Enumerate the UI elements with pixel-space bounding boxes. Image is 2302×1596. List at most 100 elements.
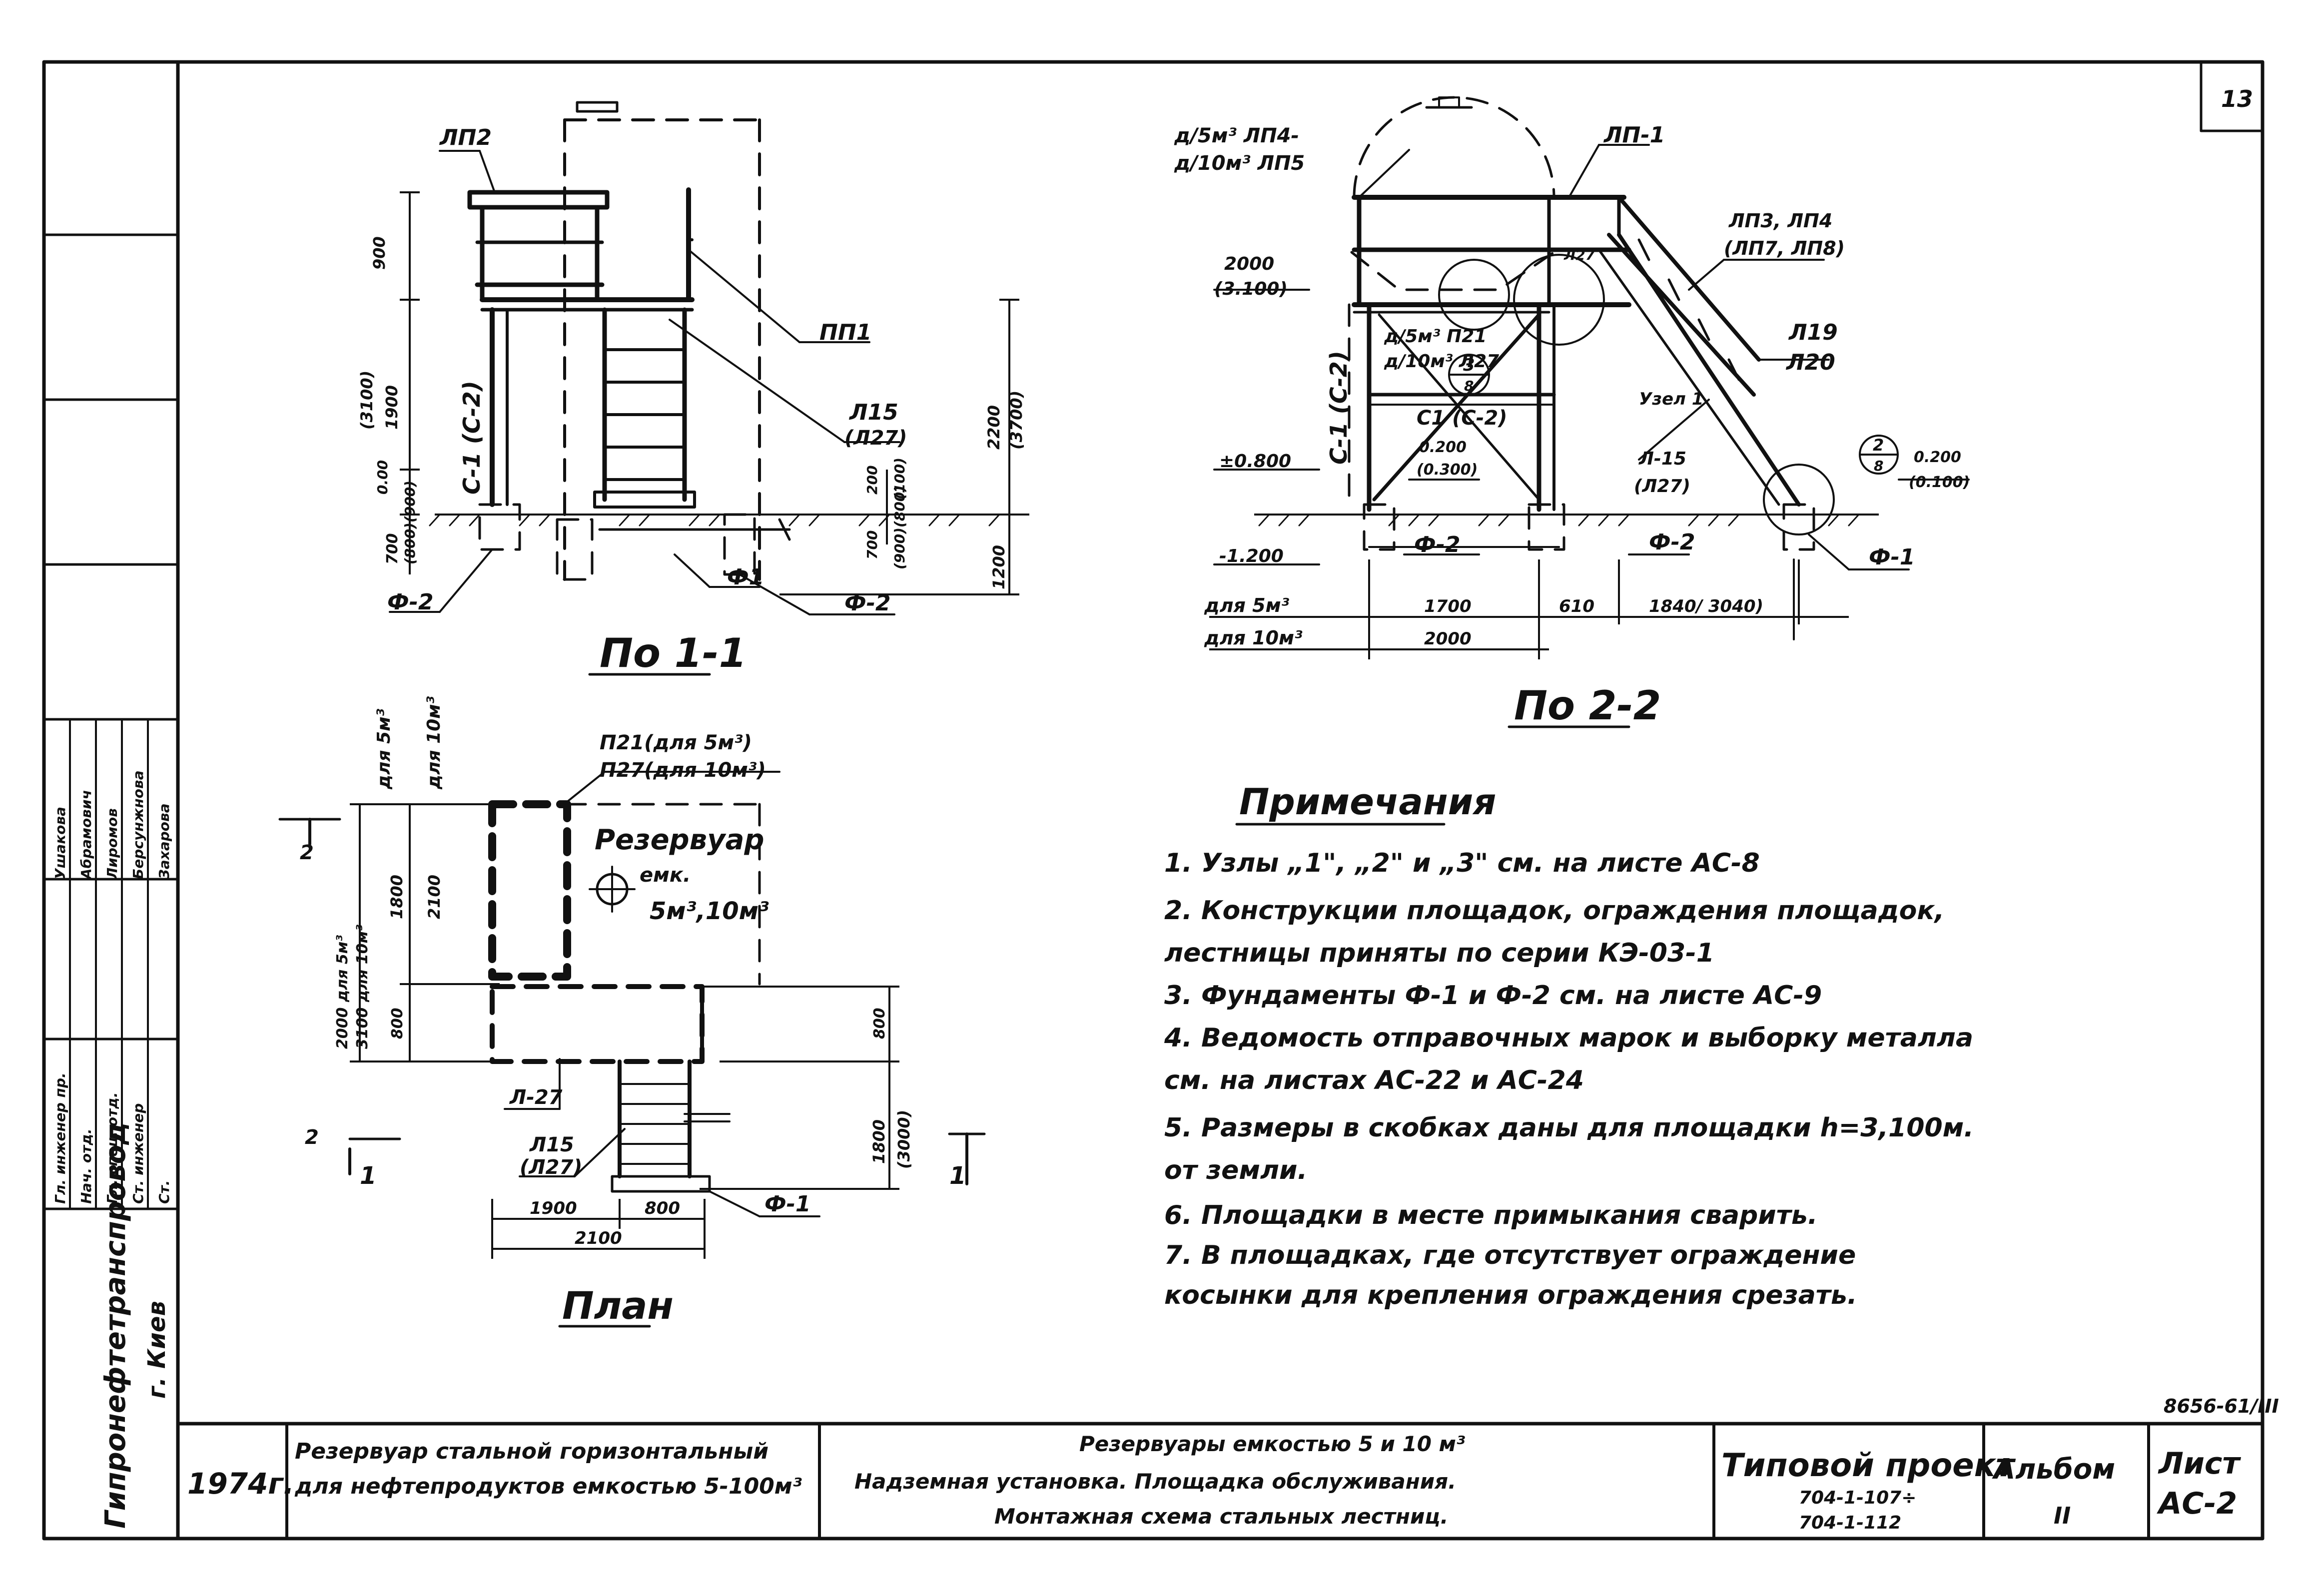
view2-label-stairs-1: ЛП3, ЛП4 (1728, 210, 1832, 232)
view1-dim-base-alt: (800)(900) (402, 481, 418, 564)
archive-code: 8656-61/III (2164, 1395, 2279, 1417)
view-2-2-drawing (1209, 96, 1970, 728)
plan-cut-1-left: 1 (360, 1162, 376, 1190)
plan-label-l15: Л15 (529, 1133, 574, 1156)
view1-label-l27: (Л27) (844, 427, 907, 450)
title-album-value: II (2054, 1502, 2071, 1529)
view2-level-2000: 2000 (1224, 254, 1274, 274)
view2-level-1200: -1.200 (1219, 546, 1284, 566)
plan-label-tank-1: Резервуар (595, 824, 764, 856)
view2-label-top-left-1: д/5м³ ЛП4- (1174, 124, 1299, 147)
view1-dim-mid-alt: (3100) (357, 371, 376, 430)
view2-label-f2b: Ф-2 (1649, 530, 1695, 555)
view2-label-f2a: Ф-2 (1414, 532, 1461, 557)
view1-dim-left-zero: 0.00 (374, 460, 391, 495)
plan-label-f1: Ф-1 (765, 1191, 811, 1217)
sheet-frame (42, 60, 2265, 1541)
plan-dim-1900: 1900 (530, 1198, 577, 1218)
plan-dim-3000-right: (3000) (894, 1110, 913, 1169)
note-line-5: 4. Ведомость отправочных марок и выборку… (1164, 1023, 1973, 1053)
view1-label-pl1: ПП1 (819, 320, 871, 345)
stamp-city: г. Киев (143, 1301, 171, 1399)
view1-dim-base: 700 (384, 533, 401, 564)
view1-label-l15: Л15 (848, 400, 898, 425)
view2-label-node1: Узел 1 (1639, 389, 1703, 409)
note-line-3: лестницы приняты по серии КЭ-03-1 (1164, 938, 1714, 968)
sheet-number: 13 (2221, 85, 2253, 112)
stamp-name-4: Берсунжнова (130, 770, 146, 879)
note-line-2: 2. Конструкции площадок, ограждения площ… (1164, 896, 1944, 926)
view2-label-c1: С1 (С-2) (1417, 407, 1507, 430)
view1-dim-below-alt: (900)(800) (891, 486, 908, 569)
view2-label-l15: Л-15 (1638, 449, 1686, 469)
plan-dim-1800: 1800 (387, 875, 406, 919)
view1-label-column: С-1 (С-2) (458, 381, 485, 495)
note-line-4: 3. Фундаменты Ф-1 и Ф-2 см. на листе АС-… (1164, 981, 1822, 1011)
view2-level-r100: (0.100) (1909, 474, 1970, 491)
view1-label-f2-left: Ф-2 (387, 589, 434, 615)
view1-dim-right-total: 2200 (984, 405, 1003, 450)
view2-label-top-left-2: д/10м³ ЛП5 (1174, 152, 1305, 175)
note-line-10: 7. В площадках, где отсутствует огражден… (1164, 1240, 1856, 1270)
plan-label-p27: П27(для 10м³) (600, 759, 766, 782)
view2-level-c300: (0.300) (1417, 461, 1478, 479)
plan-dim-1800-right: 1800 (869, 1119, 888, 1164)
view2-level-3100: (3.100) (1214, 279, 1288, 299)
view2-label-l19: Л19 (1788, 320, 1838, 345)
view1-dim-right-total-alt: (3700) (1007, 391, 1026, 450)
view2-bubble2-top: 2 (1873, 436, 1884, 455)
stamp-role-1: Гл. инженер пр. (52, 1072, 68, 1204)
view1-label-f2-right: Ф-2 (844, 590, 891, 616)
stamp-role-3: Гл. спец. отд. (104, 1092, 120, 1204)
plan-label-l15b: (Л27) (520, 1156, 582, 1179)
view2-level-0800: ±0.800 (1219, 451, 1291, 472)
stamp-name-3: Лиромов (104, 808, 120, 880)
plan-label-p21: П21(для 5м³) (600, 731, 752, 754)
plan-dim-800-right: 800 (871, 1008, 888, 1039)
plan-title: План (562, 1283, 674, 1328)
view2-label-p21-2: д/10м³ Л27 (1384, 351, 1499, 372)
title-album-label: Альбом (1992, 1453, 2115, 1486)
stamp-role-2: Нач. отд. (78, 1128, 94, 1204)
plan-dim-800-left: 800 (389, 1008, 406, 1039)
view2-label-p21-1: д/5м³ П21 (1384, 326, 1487, 347)
view1-dim-lvl-small: 200 (864, 466, 880, 495)
note-line-11: косынки для крепления ограждения срезать… (1164, 1280, 1857, 1310)
view2-dim-610: 610 (1559, 596, 1594, 616)
stamp-name-2: Абрамович (78, 790, 94, 880)
title-object-1: Резервуар стальной горизонтальный (295, 1439, 768, 1464)
view2-label-f1: Ф-1 (1869, 544, 1915, 570)
note-line-9: 6. Площадки в месте примыкания сварить. (1164, 1200, 1818, 1230)
view1-label-f1: Ф1 (727, 564, 764, 590)
view1-label-pl2: ЛП2 (439, 125, 492, 150)
plan-dim-top-10: для 10м³ (424, 696, 444, 790)
view2-bubble3-bot: 8 (1464, 378, 1474, 394)
view2-label-stairs-2: (ЛП7, ЛП8) (1724, 237, 1845, 259)
plan-drawing (278, 771, 986, 1328)
note-line-1: 1. Узлы „1", „2" и „3" см. на листе АС-8 (1164, 848, 1760, 878)
view-1-1-drawing (389, 101, 1029, 676)
plan-dim-800: 800 (645, 1198, 680, 1218)
plan-dim-2100-v: 2100 (425, 875, 444, 919)
note-line-7: 5. Размеры в скобках даны для площадки h… (1164, 1113, 1974, 1143)
view2-label-pl-small: Л27 (1563, 247, 1595, 263)
view1-dim-below: 700 (864, 531, 880, 559)
title-sheet-label: Лист (2158, 1446, 2241, 1481)
view2-bubble3-top: 3 (1463, 355, 1475, 375)
plan-cut-2-top: 2 (300, 841, 314, 864)
view2-dim-row1-label: для 5м³ (1204, 594, 1290, 616)
view2-title: По 2-2 (1514, 682, 1661, 729)
plan-dim-top-5: для 5м³ (374, 708, 394, 790)
plan-label-tank-3: 5м³,10м³ (650, 897, 769, 925)
title-object-2: для нефтепродуктов емкостью 5-100м³ (294, 1474, 802, 1499)
view2-label-l27: (Л27) (1634, 476, 1690, 497)
stamp-name-5: Захарова (156, 803, 172, 880)
plan-label-l27: Л-27 (509, 1086, 563, 1109)
view2-level-r200: 0.200 (1914, 449, 1961, 466)
title-project-no-1: 704-1-107÷ (1799, 1488, 1916, 1508)
view2-dim-1700: 1700 (1424, 596, 1472, 616)
title-sheet-1: Резервуары емкостью 5 и 10 м³ (1079, 1432, 1465, 1456)
plan-cut-2-bottom: 2 (305, 1126, 319, 1149)
